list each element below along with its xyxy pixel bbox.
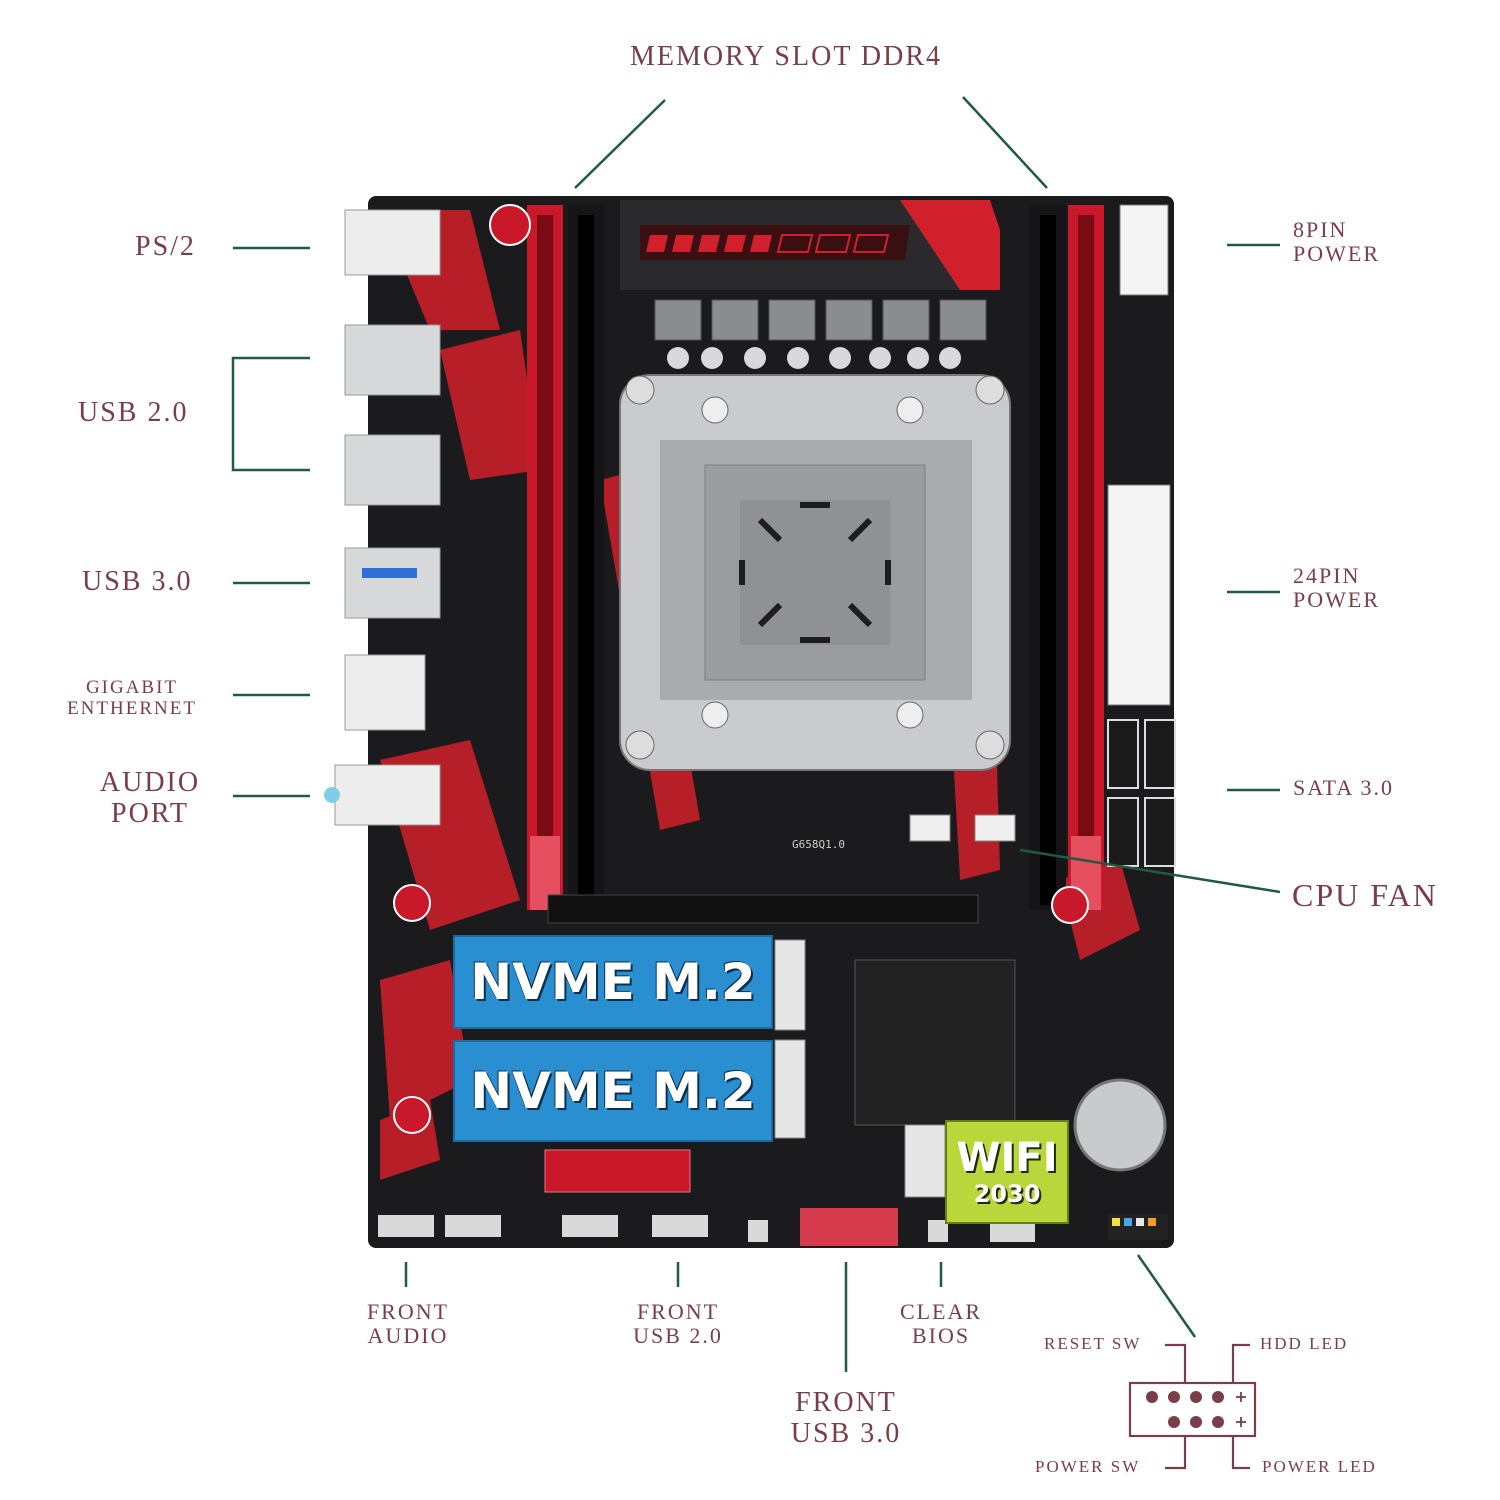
wifi-model: 2030 [973,1180,1041,1208]
gigabit-line2: ENTHERNET [67,697,197,719]
24pin-line1: 24PIN [1293,563,1361,588]
clear-bios-line1: CLEAR [899,1299,983,1324]
vrm-chokes [654,299,987,341]
m2-connector-2 [774,1039,806,1139]
wifi-title: WIFI [956,1135,1058,1181]
front-panel-pins [1108,1214,1168,1240]
power-connectors [1107,204,1171,706]
label-ps2: PS/2 [135,231,196,262]
front-usb20-line1: FRONT [636,1299,720,1324]
front-usb3-header [800,1208,898,1246]
label-power-led: POWER LED [1262,1457,1377,1476]
label-memory-slot: MEMORY SLOT DDR4 [630,41,943,72]
label-reset-sw: RESET SW [1044,1334,1142,1353]
label-front-usb20: FRONT USB 2.0 [608,1299,748,1349]
8pin-line2: POWER [1293,241,1380,267]
gigabit-line1: GIGABIT [85,677,179,698]
ram-slots [527,205,1104,910]
m2-connector-1 [774,939,806,1031]
audio-port-line2: PORT [111,797,189,829]
rear-io-ports [324,209,441,826]
8pin-line1: 8PIN [1293,217,1348,242]
front-usb20-line2: USB 2.0 [633,1323,723,1349]
fan-emblem-decals [393,204,1089,1134]
cpu-fan-header [974,814,1016,842]
bottom-headers [378,1215,1035,1242]
front-audio-line1: FRONT [366,1299,450,1324]
24pin-line2: POWER [1293,587,1380,613]
label-power-sw: POWER SW [1035,1457,1141,1476]
pcie-x1-slot [544,1149,691,1193]
label-front-audio: FRONT AUDIO [338,1299,478,1349]
label-hdd-led: HDD LED [1260,1334,1349,1353]
label-audio-port: AUDIO PORT [80,767,220,830]
label-usb20: USB 2.0 [78,397,189,428]
m2-connector-wifi [904,1124,946,1198]
vrm-heatsink [620,200,1000,290]
clear-bios-line2: BIOS [911,1323,971,1349]
nvme-badge-1: NVME M.2 [453,935,773,1029]
pcie-x16-slot [547,894,979,924]
label-gigabit-ethernet: GIGABIT ENTHERNET [52,677,212,720]
vrm-capacitors [667,347,961,369]
front-audio-line2: AUDIO [367,1323,449,1349]
label-24pin-power: 24PIN POWER [1293,563,1380,613]
label-clear-bios: CLEAR BIOS [871,1299,1011,1349]
front-usb30-line2: USB 3.0 [790,1417,902,1449]
label-usb30: USB 3.0 [82,566,193,597]
label-8pin-power: 8PIN POWER [1293,217,1380,267]
cmos-battery [1073,1078,1167,1172]
audio-port-line1: AUDIO [99,767,201,798]
sys-fan-header [909,814,951,842]
board-code: G658Q1.0 [792,838,845,851]
label-front-usb30: FRONT USB 3.0 [766,1387,926,1450]
label-sata: SATA 3.0 [1293,775,1395,800]
wifi-badge: WIFI 2030 [945,1120,1069,1224]
chipset-heatsink [854,959,1016,1126]
label-cpu-fan: CPU FAN [1292,877,1438,913]
nvme-1-text: NVME M.2 [470,953,756,1011]
front-usb30-line1: FRONT [795,1387,897,1418]
cpu-socket [619,374,1011,771]
nvme-2-text: NVME M.2 [470,1062,756,1120]
nvme-badge-2: NVME M.2 [453,1040,773,1142]
